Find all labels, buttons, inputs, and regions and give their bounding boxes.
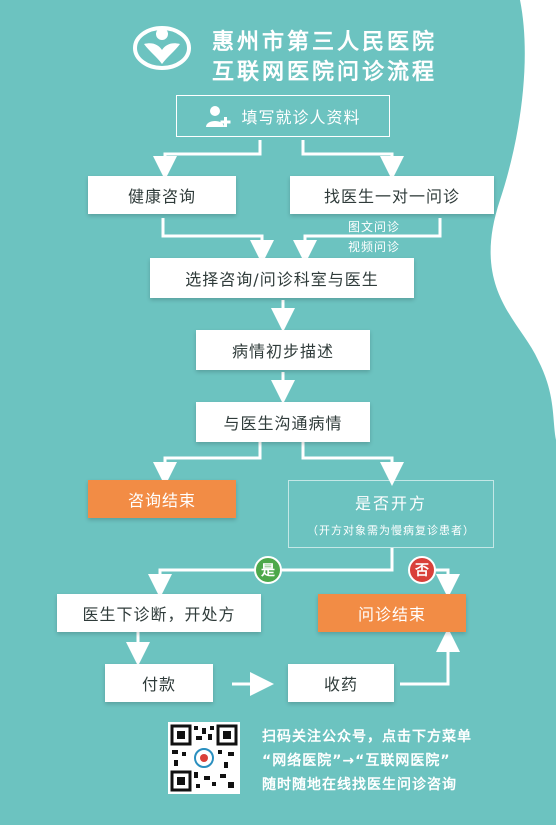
qr-code-icon[interactable] [168, 722, 240, 794]
step-health-consult: 健康咨询 [88, 176, 236, 214]
step-receive: 收药 [288, 664, 394, 702]
no-badge: 否 [408, 556, 436, 584]
footer-line-3: 随时随地在线找医生问诊咨询 [262, 777, 457, 793]
prescribe-note: （开方对象需为慢病复诊患者） [307, 524, 475, 537]
prescribe-question: 是否开方 [354, 494, 427, 513]
step-prescribe-decision: 是否开方 （开方对象需为慢病复诊患者） [288, 480, 494, 548]
step-diagnose: 医生下诊断，开处方 [57, 594, 261, 632]
footer-line-2: “网络医院”→“互联网医院” [262, 753, 451, 769]
hospital-logo-icon [133, 26, 191, 70]
footer-line-1: 扫码关注公众号，点击下方菜单 [262, 729, 472, 745]
step-fill-info-label: 填写就诊人资料 [241, 108, 361, 127]
step-fill-info: 填写就诊人资料 [176, 95, 390, 137]
step-communicate: 与医生沟通病情 [196, 402, 370, 442]
title-line-2: 互联网医院问诊流程 [212, 60, 438, 85]
step-consult-end: 咨询结束 [88, 480, 236, 518]
step-pay: 付款 [105, 664, 213, 702]
step-choose-dept: 选择咨询/问诊科室与医生 [150, 258, 414, 298]
yes-badge: 是 [254, 556, 282, 584]
step-visit-end: 问诊结束 [318, 594, 466, 632]
step-describe: 病情初步描述 [196, 330, 370, 370]
title-line-1: 惠州市第三人民医院 [212, 30, 438, 55]
add-user-icon [206, 106, 231, 127]
step-doctor-one-on-one: 找医生一对一问诊 [290, 176, 494, 214]
option-video-consult: 视频问诊 [348, 240, 401, 254]
option-text-consult: 图文问诊 [348, 220, 401, 234]
